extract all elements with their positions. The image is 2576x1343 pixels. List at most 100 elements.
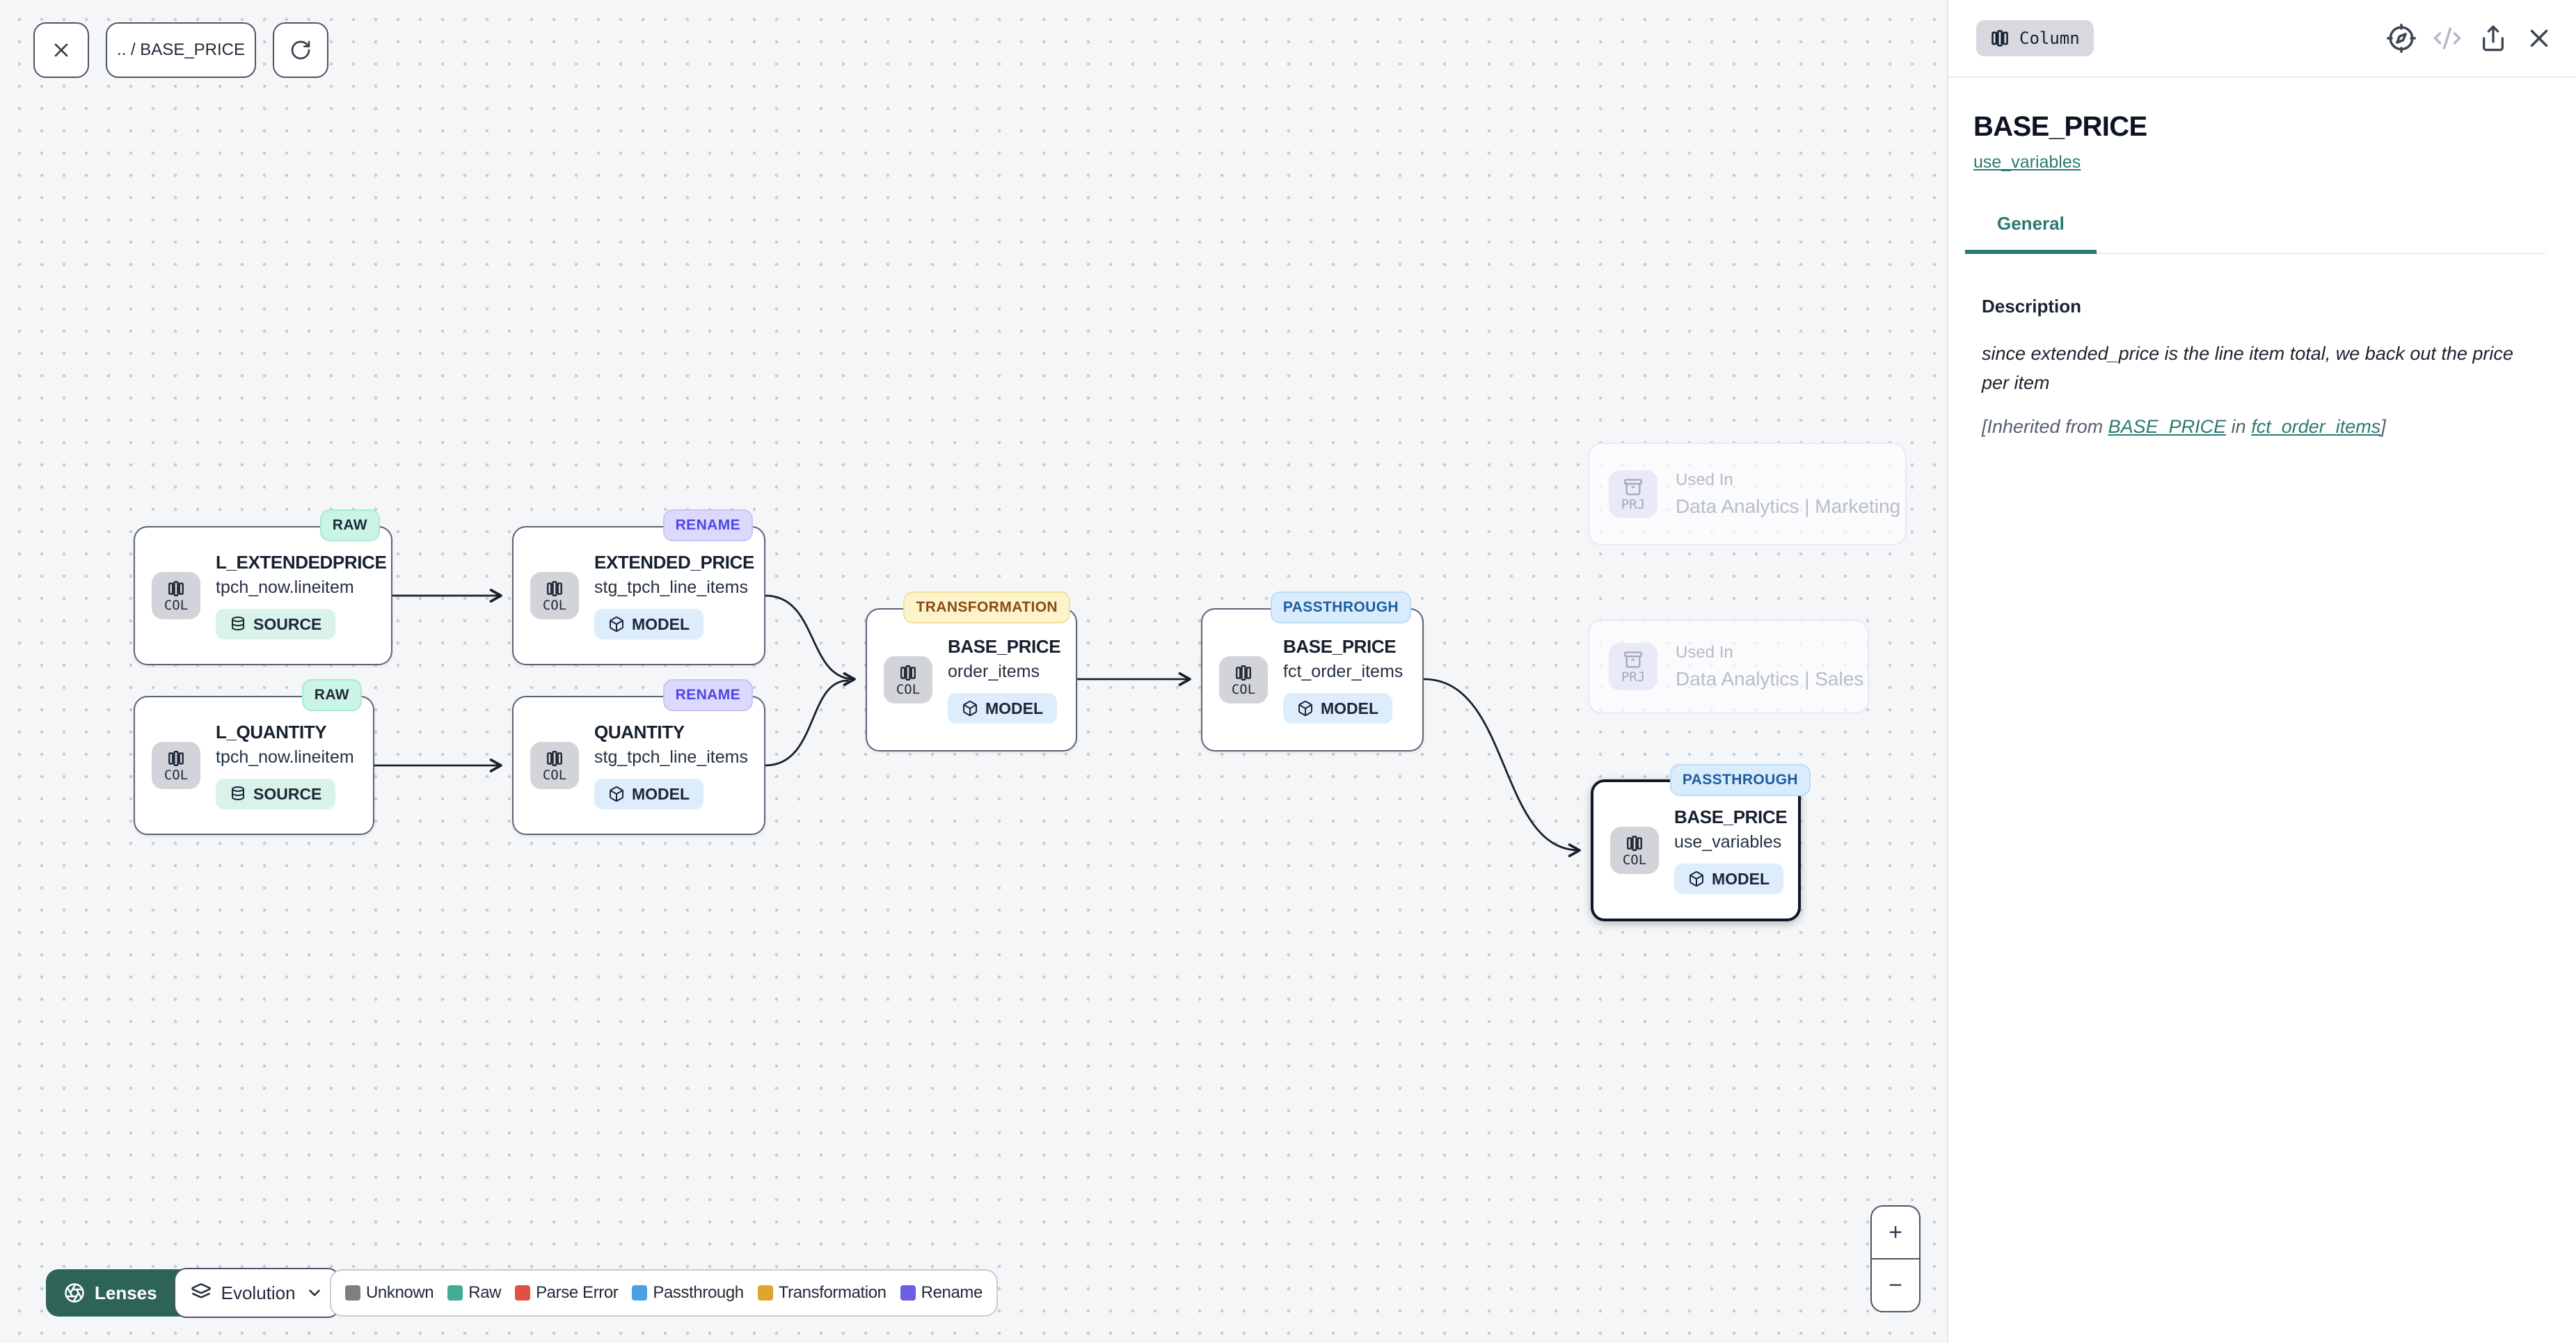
source-pill: SOURCE	[216, 609, 336, 639]
database-icon	[232, 617, 244, 631]
view-code-button[interactable]	[2433, 24, 2462, 53]
columns-icon	[547, 581, 562, 596]
lenses-button[interactable]: Lenses	[46, 1269, 175, 1317]
details-panel: Column BASE_PRICE use_variables	[1947, 0, 2576, 1343]
node-title: BASE_PRICE	[948, 636, 1061, 657]
node-subtitle: order_items	[948, 662, 1040, 681]
lineage-canvas[interactable]: .. / BASE_PRICE RAW COL L_EXTENDEDPRICE …	[0, 0, 1947, 1343]
legend-swatch	[757, 1285, 773, 1301]
node-base-price-use-variables-selected[interactable]: PASSTHROUGH COL BASE_PRICE use_variables…	[1591, 764, 1811, 921]
code-icon	[2433, 27, 2461, 49]
cube-icon	[963, 701, 977, 716]
legend-item-raw: Raw	[447, 1283, 501, 1303]
database-icon	[232, 786, 244, 801]
entity-type-label: Column	[2019, 29, 2080, 48]
breadcrumb[interactable]: .. / BASE_PRICE	[106, 22, 256, 78]
lens-selector-dropdown[interactable]: Evolution	[173, 1268, 340, 1318]
node-base-price-order-items[interactable]: TRANSFORMATION COL BASE_PRICE order_item…	[866, 591, 1077, 752]
node-title: EXTENDED_PRICE	[594, 552, 754, 573]
panel-tabs: General	[1965, 209, 2545, 254]
kind-label: MODEL	[1712, 869, 1770, 888]
columns-icon	[900, 665, 916, 681]
description-text: since extended_price is the line item to…	[1982, 343, 2513, 393]
used-in-project: Data Analytics | Sales	[1676, 668, 1864, 690]
used-in-card-sales[interactable]: PRJ Used In Data Analytics | Sales	[1588, 619, 1869, 714]
legend-swatch	[345, 1285, 360, 1301]
node-title: L_QUANTITY	[216, 722, 327, 742]
legend-swatch	[900, 1285, 916, 1301]
node-subtitle: tpch_now.lineitem	[216, 578, 354, 597]
columns-icon	[1236, 665, 1251, 681]
node-title: BASE_PRICE	[1283, 636, 1397, 657]
columns-icon	[1627, 836, 1642, 851]
node-title: BASE_PRICE	[1674, 806, 1788, 827]
node-title: L_EXTENDEDPRICE	[216, 552, 387, 573]
source-pill: SOURCE	[216, 779, 336, 809]
node-base-price-fct-order-items[interactable]: PASSTHROUGH COL BASE_PRICE fct_order_ite…	[1201, 591, 1424, 752]
aperture-icon	[65, 1283, 84, 1303]
zoom-in-button[interactable]: +	[1872, 1207, 1919, 1259]
legend-swatch	[632, 1285, 648, 1301]
edge-quantity-baseprice	[765, 679, 850, 767]
close-panel-button[interactable]	[2525, 24, 2554, 53]
chip-label: PRJ	[1621, 669, 1646, 685]
lenses-label: Lenses	[95, 1282, 157, 1303]
compass-icon	[2387, 24, 2416, 53]
chip-label: COL	[1622, 852, 1647, 868]
columns-icon	[168, 581, 184, 596]
close-lineage-button[interactable]	[33, 22, 89, 78]
model-pill: MODEL	[1674, 864, 1784, 894]
chip-label: COL	[164, 598, 189, 613]
project-chip: PRJ	[1609, 470, 1657, 518]
used-in-label: Used In	[1676, 470, 1733, 489]
node-subtitle: stg_tpch_line_items	[594, 578, 748, 597]
edge-layer	[374, 0, 1947, 1343]
column-type-chip: COL	[1219, 656, 1268, 704]
node-l-extendedprice[interactable]: RAW COL L_EXTENDEDPRICE tpch_now.lineite…	[134, 509, 392, 665]
badge-passthrough: PASSTHROUGH	[1270, 591, 1411, 623]
node-extended-price[interactable]: RENAME COL EXTENDED_PRICE stg_tpch_line_…	[512, 509, 765, 665]
inherited-column-link[interactable]: BASE_PRICE	[2108, 415, 2227, 437]
node-subtitle: tpch_now.lineitem	[216, 747, 354, 767]
badge-rename: RENAME	[662, 509, 753, 541]
column-type-chip: COL	[884, 656, 932, 704]
legend-swatch	[447, 1285, 463, 1301]
model-pill: MODEL	[948, 693, 1058, 724]
project-chip: PRJ	[1609, 643, 1657, 690]
node-l-quantity[interactable]: RAW COL L_QUANTITY tpch_now.lineitem SOU…	[134, 679, 374, 835]
zoom-out-button[interactable]: −	[1889, 1271, 1902, 1298]
chip-label: PRJ	[1621, 497, 1646, 512]
panel-title: BASE_PRICE	[1973, 111, 2147, 142]
kind-label: MODEL	[985, 699, 1044, 717]
model-pill: MODEL	[1283, 693, 1393, 724]
refresh-button[interactable]	[273, 22, 328, 78]
kind-label: MODEL	[632, 784, 690, 803]
column-type-chip: COL	[152, 742, 200, 789]
node-subtitle: use_variables	[1674, 832, 1782, 852]
inherited-model-link[interactable]: fct_order_items	[2251, 415, 2381, 437]
description-inherited: [Inherited from BASE_PRICE in fct_order_…	[1982, 415, 2386, 437]
tab-general[interactable]: General	[1965, 213, 2097, 254]
archive-icon	[1624, 479, 1642, 495]
close-icon	[54, 43, 68, 57]
lens-selector-value: Evolution	[221, 1282, 296, 1303]
share-button[interactable]	[2479, 24, 2508, 53]
column-type-chip: COL	[530, 572, 579, 619]
lenses-control: Lenses Evolution	[46, 1268, 340, 1318]
refresh-icon	[291, 40, 310, 60]
panel-header: Column	[1948, 0, 2576, 78]
navigate-button[interactable]	[2387, 24, 2416, 53]
kind-label: SOURCE	[253, 784, 322, 803]
model-link[interactable]: use_variables	[1973, 152, 2081, 172]
close-icon	[2530, 29, 2548, 47]
chevron-down-icon	[308, 1289, 320, 1296]
node-title: QUANTITY	[594, 722, 685, 742]
model-pill: MODEL	[594, 609, 704, 639]
badge-passthrough: PASSTHROUGH	[1669, 764, 1811, 796]
column-type-chip: COL	[530, 742, 579, 789]
chip-label: COL	[164, 768, 189, 783]
entity-type-badge: Column	[1976, 20, 2094, 56]
used-in-card-marketing[interactable]: PRJ Used In Data Analytics | Marketing	[1588, 443, 1907, 546]
node-quantity[interactable]: RENAME COL QUANTITY stg_tpch_line_items …	[512, 679, 765, 835]
